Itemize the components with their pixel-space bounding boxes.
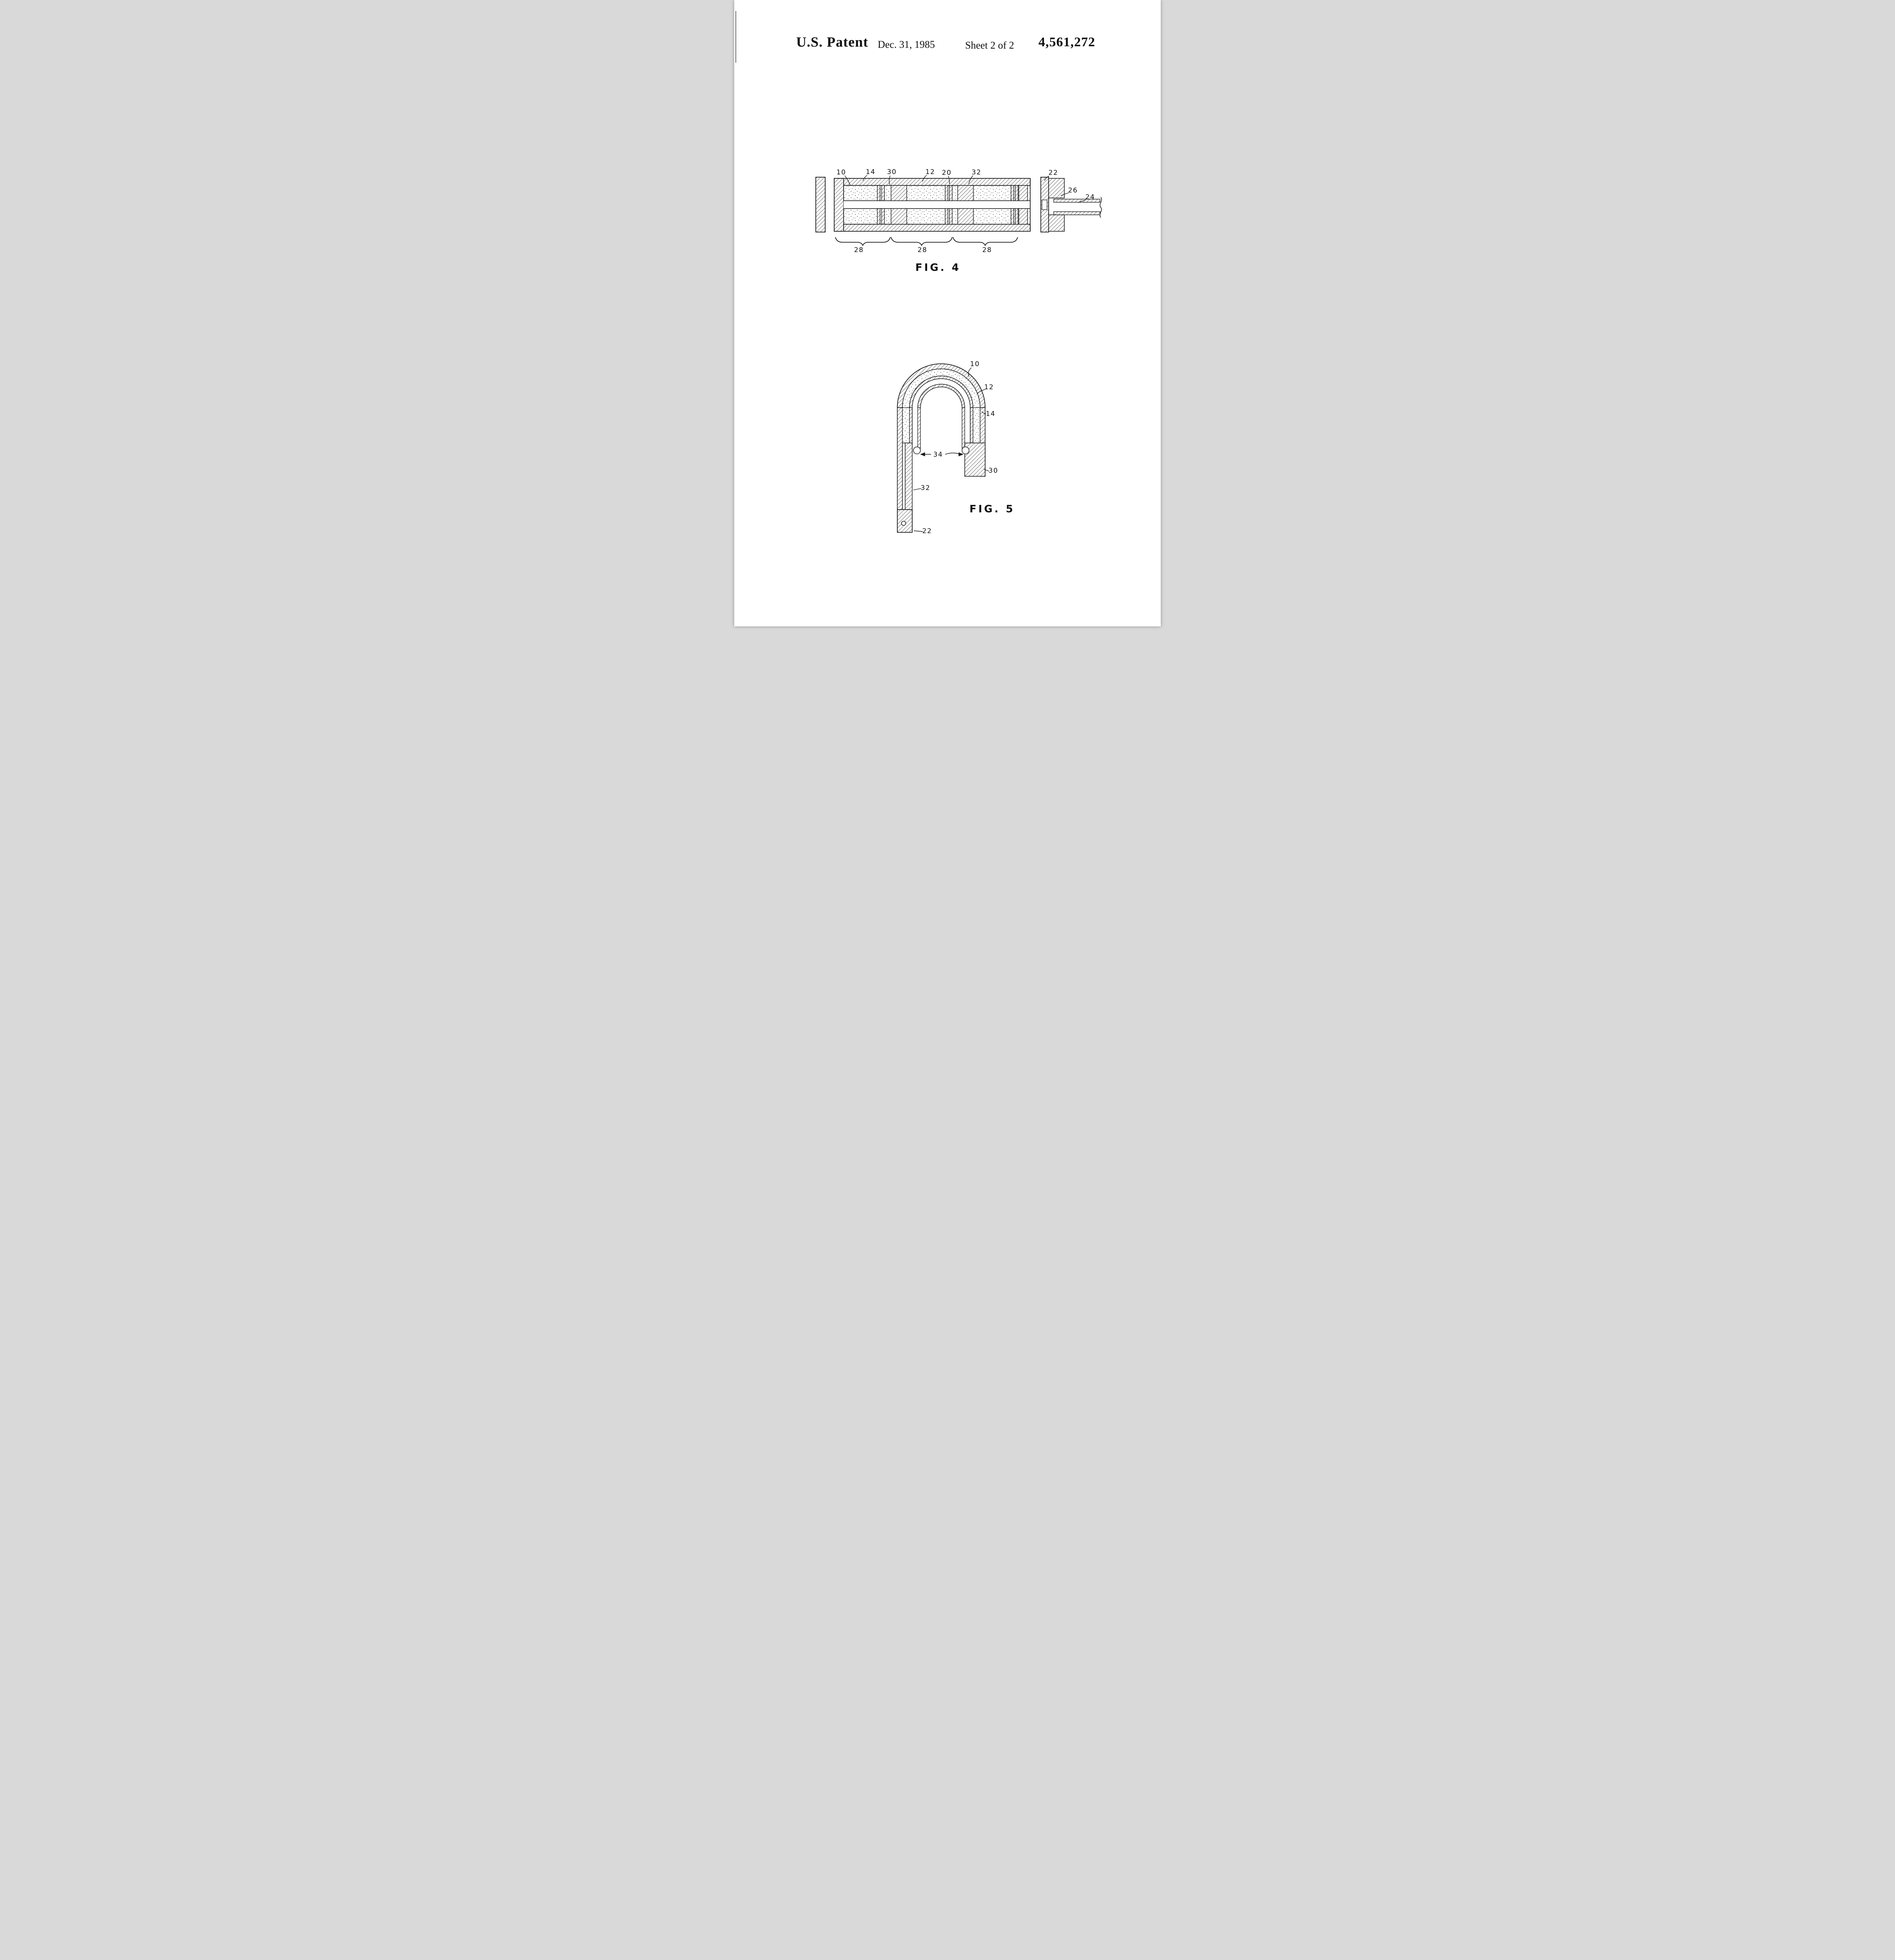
scan-artifact-line — [735, 11, 736, 63]
fig4-ref-22: 22 — [1049, 169, 1058, 177]
fig4-bottom-wall — [834, 224, 1031, 232]
fig5-bore-opening-left — [913, 446, 921, 454]
fig5-ref-30: 30 — [989, 467, 998, 475]
fig5-ref-14: 14 — [986, 410, 996, 418]
fig4-ref-28b: 28 — [918, 246, 928, 254]
fig5-end-block — [897, 509, 913, 533]
fig4-element-channel — [844, 201, 1030, 209]
fig5-ref-22: 22 — [922, 527, 932, 535]
fig4-ref-30: 30 — [887, 168, 897, 176]
fig4-ref-24: 24 — [1085, 193, 1095, 201]
fig4-ref-12: 12 — [926, 168, 935, 176]
fig4-leader-lines — [844, 175, 1086, 203]
patent-title: U.S. Patent — [796, 34, 868, 50]
fig4-ref-10: 10 — [837, 169, 846, 176]
fig4-ref-28c: 28 — [982, 246, 992, 254]
fig4-ref-32: 32 — [972, 169, 982, 176]
patent-number: 4,561,272 — [1038, 35, 1095, 49]
patent-sheet: U.S. Patent Dec. 31, 1985 Sheet 2 of 2 4… — [734, 0, 1161, 626]
fig4-drawing: 28 28 28 10 14 30 12 20 32 22 26 24 — [815, 168, 1102, 254]
fig5-element-rod — [905, 443, 913, 510]
fig4-ref-20: 20 — [942, 169, 952, 177]
fig4-terminal-rod — [1053, 197, 1102, 218]
fig5-insulation — [902, 368, 980, 443]
fig5-ref-12: 12 — [984, 383, 994, 391]
fig4-ref-14: 14 — [866, 168, 876, 176]
fig5-ref-32: 32 — [921, 484, 931, 492]
fig4-end-cap — [815, 177, 826, 232]
fig5-gap-arrows — [920, 452, 964, 457]
fig4-ref-28a: 28 — [854, 246, 864, 254]
fig5-ref-34: 34 — [933, 451, 943, 459]
fig4-terminal-assembly — [1040, 177, 1065, 232]
patent-date: Dec. 31, 1985 — [878, 39, 935, 50]
fig4-ref-26: 26 — [1068, 187, 1078, 194]
fig5-bore-opening-right — [962, 446, 969, 454]
fig4-braces — [835, 237, 1018, 247]
fig4-fitting-lower — [1048, 214, 1065, 232]
fig5-ref-10: 10 — [970, 360, 980, 368]
fig4-insulation-lower — [844, 209, 1030, 224]
fig4-fitting-upper — [1048, 178, 1065, 198]
fig5-inner-tube — [909, 376, 973, 451]
fig4-body — [834, 178, 1031, 232]
fig4-left-wall — [834, 178, 844, 232]
sheet-number: Sheet 2 of 2 — [965, 40, 1014, 51]
fig4-insulation-upper — [844, 185, 1030, 201]
fig4-joints — [877, 185, 1028, 225]
fig5-leader-lines — [913, 367, 989, 532]
fig5-drawing: 10 12 14 34 30 32 22 — [897, 360, 998, 535]
fig4-rod-break-line — [1100, 197, 1102, 218]
fig5-caption: FIG. 5 — [969, 503, 1015, 515]
fig4-caption: FIG. 4 — [915, 262, 961, 274]
